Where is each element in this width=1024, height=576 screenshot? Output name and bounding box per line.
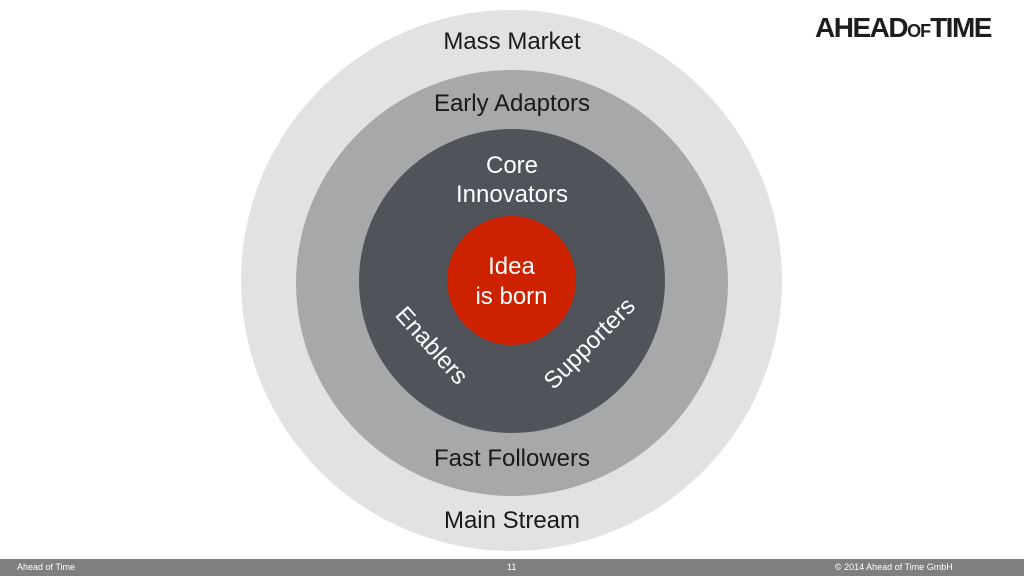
label-early-adaptors: Early Adaptors [433, 90, 591, 117]
label-idea-line1: Idea [488, 253, 535, 280]
label-main-stream: Main Stream [443, 507, 581, 534]
label-mass-market: Mass Market [443, 28, 581, 55]
label-idea-line2: is born [475, 283, 548, 310]
label-core-line2: Innovators [455, 181, 569, 208]
footer-bar: Ahead of Time 11 © 2014 Ahead of Time Gm… [0, 559, 1024, 576]
page-number: 11 [507, 562, 517, 572]
label-fast-followers: Fast Followers [433, 445, 591, 472]
circle-idea [447, 216, 576, 345]
footer-copyright: © 2014 Ahead of Time GmbH [835, 562, 953, 572]
ahead-of-time-logo: AHEADOFTIME [815, 12, 992, 43]
footer-company: Ahead of Time [17, 562, 76, 572]
label-core-line1: Core [485, 152, 539, 179]
